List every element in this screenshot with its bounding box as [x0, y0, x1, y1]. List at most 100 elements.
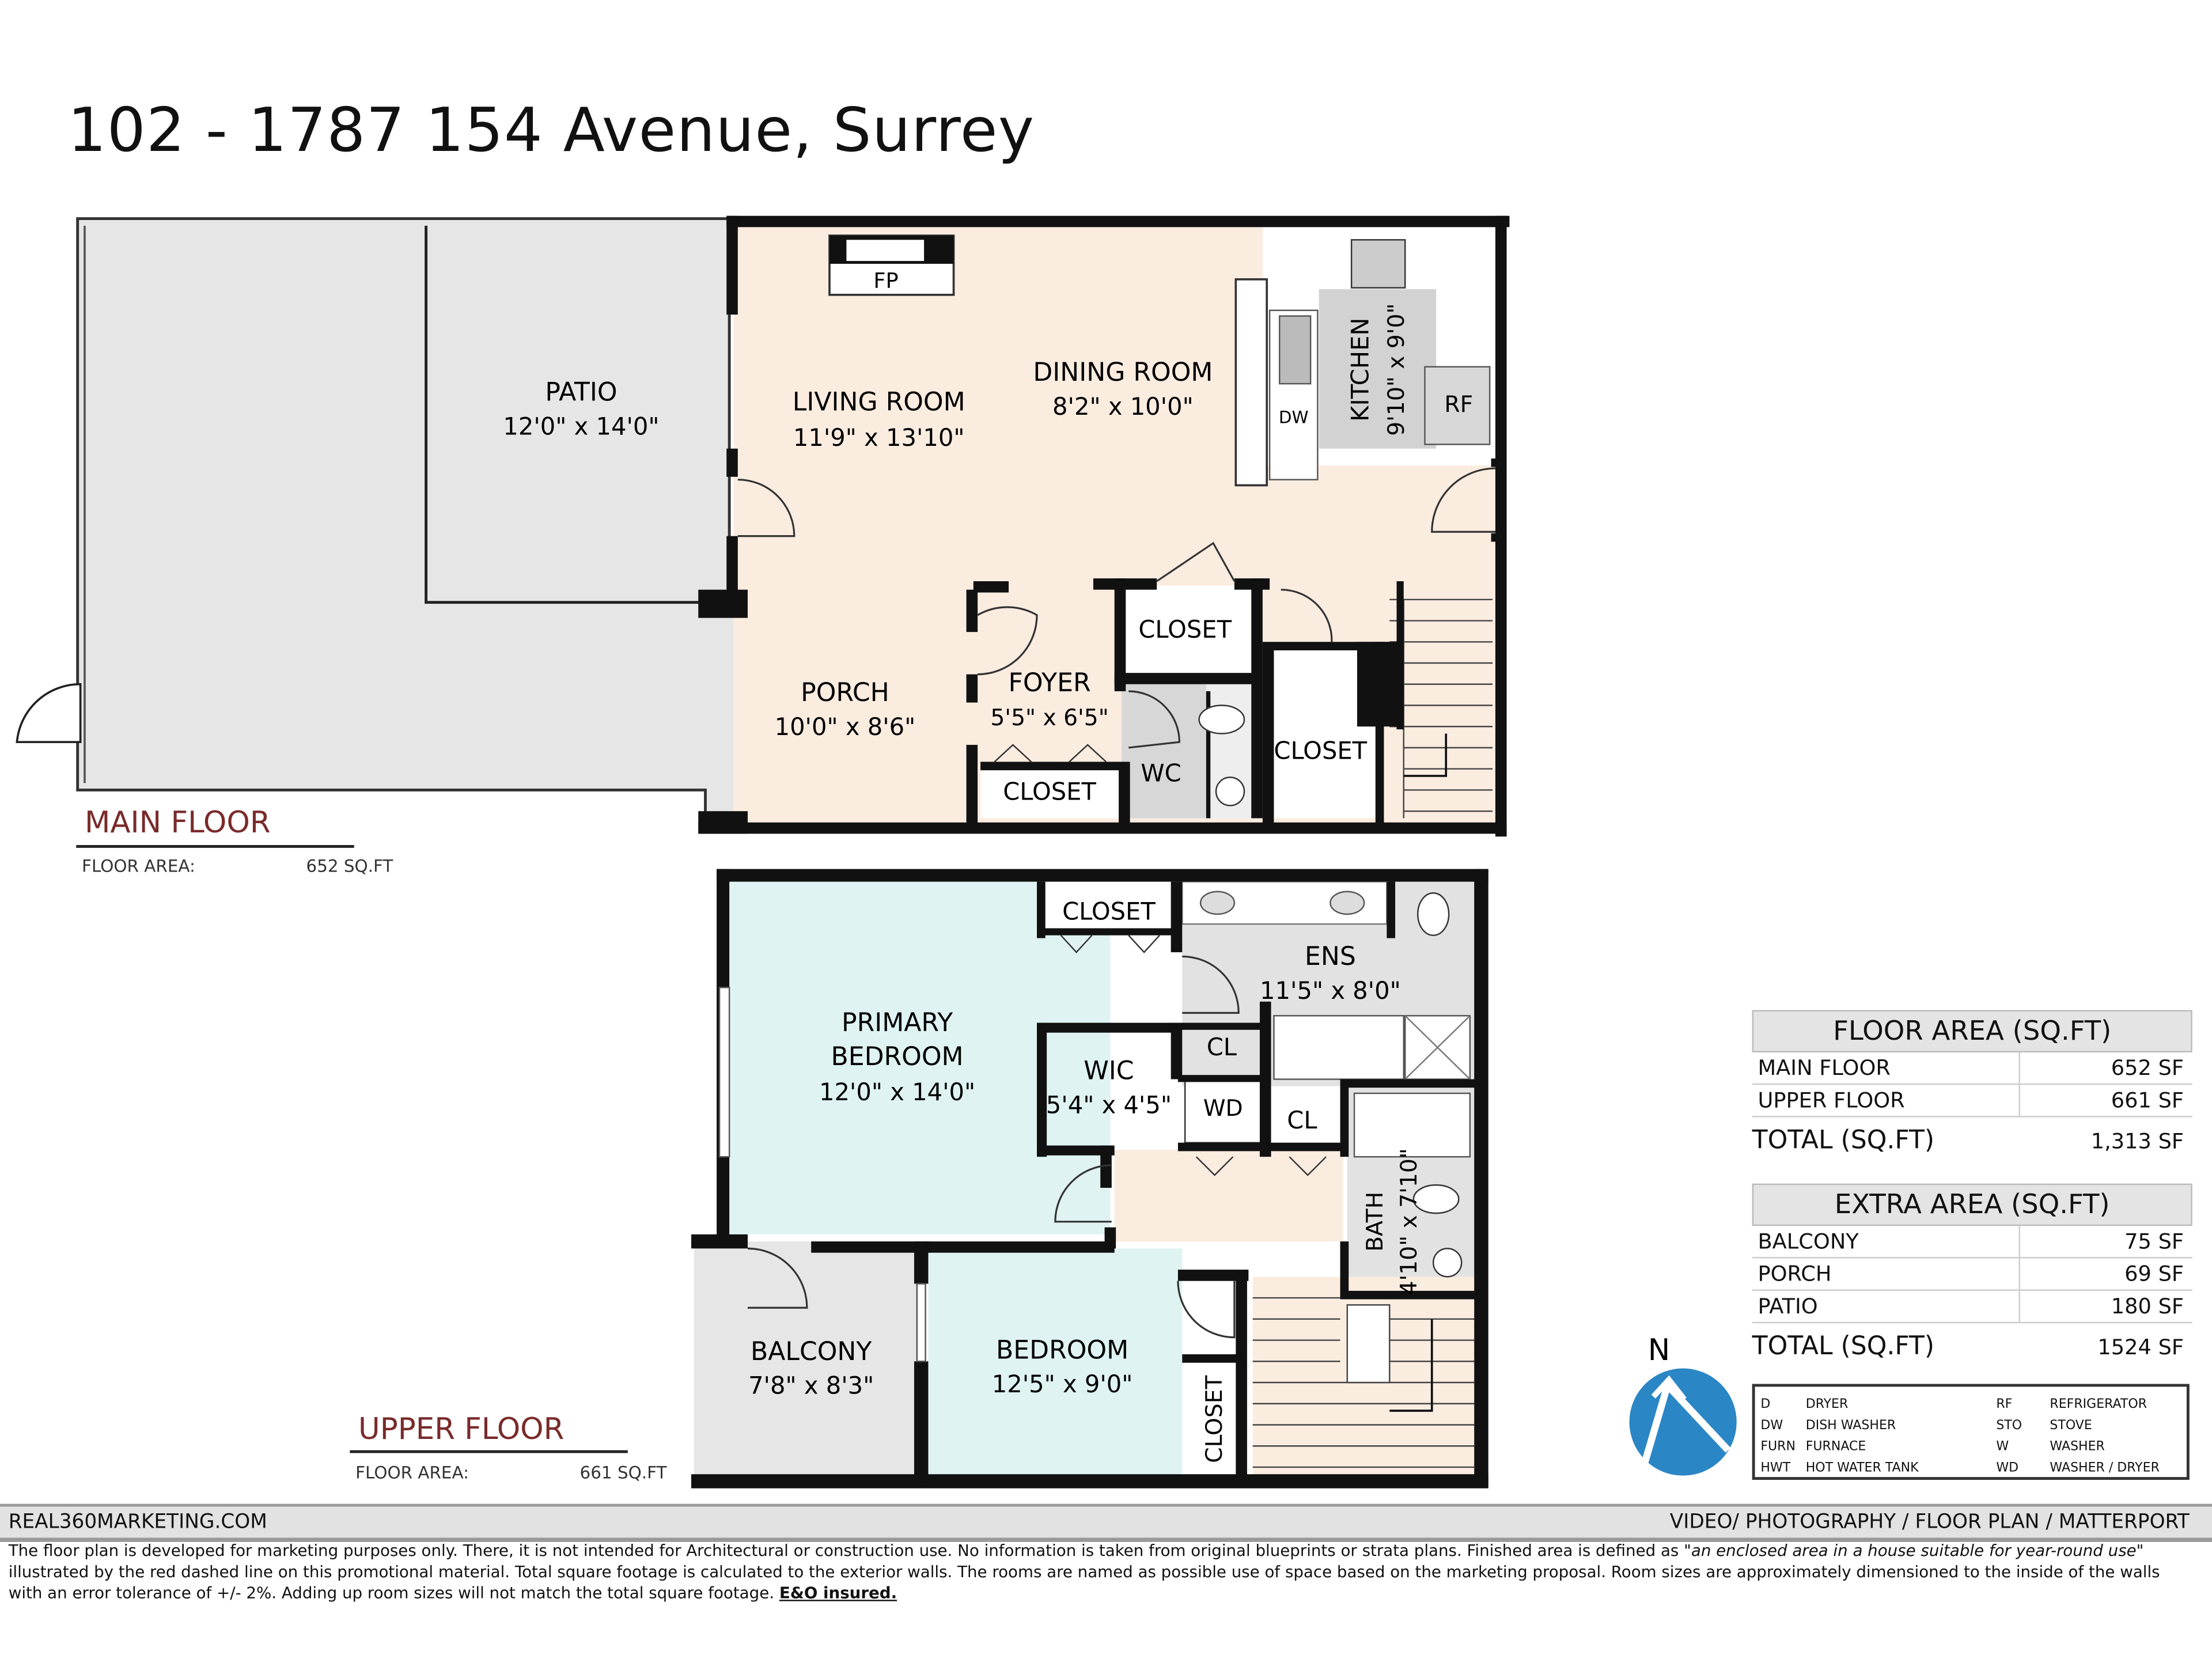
legend-abbr: STO — [1996, 1419, 2022, 1434]
room-size-primary-bedroom: 12'0" x 14'0" — [819, 1078, 975, 1106]
upper-floor-label: UPPER FLOOR — [358, 1412, 565, 1446]
legend-meaning: WASHER — [2050, 1440, 2105, 1455]
row-label: MAIN FLOOR — [1752, 1052, 2020, 1084]
room-size-foyer: 5'5" x 6'5" — [990, 705, 1108, 731]
room-label-closet: CLOSET — [1138, 615, 1232, 643]
patio-outline — [425, 225, 730, 604]
room-size-bedroom: 12'5" x 9'0" — [992, 1370, 1133, 1398]
room-label-living-room: LIVING ROOM — [793, 388, 965, 417]
dishwasher-label: DW — [1279, 408, 1309, 427]
room-label-porch: PORCH — [801, 678, 889, 707]
room-size-bath: 4'10" x 7'10" — [1396, 1148, 1422, 1295]
total-value: 1,313 SF — [2090, 1128, 2184, 1154]
total-label: TOTAL (SQ.FT) — [1752, 1126, 1935, 1156]
room-size-living-room: 11'9" x 13'10" — [793, 423, 965, 452]
legend-meaning: DRYER — [1805, 1397, 1849, 1412]
room-size-ensuite: 11'5" x 8'0" — [1260, 976, 1401, 1005]
north-compass: N — [1629, 1333, 1737, 1476]
room-label-closet: CLOSET — [1274, 737, 1367, 765]
washer-dryer-label: WD — [1203, 1096, 1243, 1122]
main-floor-label: MAIN FLOOR — [84, 805, 271, 840]
room-label-kitchen: KITCHEN — [1346, 317, 1374, 421]
sink-icon — [1279, 315, 1312, 385]
door-swing — [16, 683, 82, 744]
total-label: TOTAL (SQ.FT) — [1752, 1331, 1935, 1362]
disclaimer: The floor plan is developed for marketin… — [9, 1540, 2195, 1604]
legend-row: FURN FURNACE W WASHER — [1760, 1438, 2181, 1459]
table-total: TOTAL (SQ.FT) 1,313 SF — [1752, 1118, 2192, 1165]
legend-meaning: HOT WATER TANK — [1805, 1461, 1919, 1476]
disclaimer-quote: "an enclosed area in a house suitable fo… — [1684, 1541, 2144, 1560]
footer-services: VIDEO/ PHOTOGRAPHY / FLOOR PLAN / MATTER… — [1669, 1510, 2190, 1534]
legend-row: HWT HOT WATER TANK WD WASHER / DRYER — [1760, 1459, 2181, 1480]
upper-floor-area-label: FLOOR AREA: — [355, 1463, 469, 1483]
legend-meaning: WASHER / DRYER — [2050, 1461, 2160, 1476]
bathtub-icon — [1273, 1015, 1404, 1080]
room-label-dining-room: DINING ROOM — [1033, 358, 1213, 387]
row-value: 75 SF — [2124, 1229, 2184, 1255]
legend-abbr: FURN — [1760, 1440, 1796, 1455]
table-header: EXTRA AREA (SQ.FT) — [1752, 1183, 2192, 1226]
extra-area-table: EXTRA AREA (SQ.FT) BALCONY 75 SF PORCH 69 … — [1752, 1183, 2192, 1372]
room-label-primary-bedroom: PRIMARY — [842, 1008, 953, 1037]
main-stairs — [1389, 599, 1493, 819]
room-size-kitchen: 9'10" x 9'0" — [1384, 303, 1410, 435]
room-size-dining-room: 8'2" x 10'0" — [1052, 392, 1194, 421]
room-label-ensuite: ENS — [1305, 942, 1356, 971]
total-value: 1524 SF — [2097, 1334, 2184, 1360]
row-value: 69 SF — [2124, 1261, 2184, 1287]
legend-abbr: WD — [1996, 1461, 2019, 1476]
room-label-closet: CLOSET — [1202, 1375, 1228, 1463]
row-value: 652 SF — [2111, 1055, 2184, 1081]
row-value: 180 SF — [2111, 1293, 2184, 1319]
room-label-foyer: FOYER — [1009, 668, 1091, 698]
table-total: TOTAL (SQ.FT) 1524 SF — [1752, 1323, 2192, 1371]
legend-abbr: D — [1760, 1397, 1771, 1412]
main-floor-plan: PATIO 12'0" x 14'0" LIVING ROOM 11'9" x … — [16, 215, 1510, 837]
room-label-wic: WIC — [1084, 1056, 1134, 1085]
room-size-balcony: 7'8" x 8'3" — [748, 1372, 874, 1400]
legend-meaning: FURNACE — [1805, 1440, 1866, 1455]
disclaimer-text: illustrated by the red dashed line on th… — [8, 1563, 2160, 1603]
upper-floor-walls — [691, 869, 1488, 1488]
refrigerator-label: RF — [1444, 392, 1473, 418]
eo-insured: E&O insured. — [779, 1584, 897, 1603]
room-label-patio: PATIO — [545, 378, 617, 407]
upper-stairs — [1252, 1297, 1475, 1468]
row-label: PATIO — [1752, 1290, 2020, 1322]
floor-area-table: FLOOR AREA (SQ.FT) MAIN FLOOR 652 SF UPPE… — [1752, 1010, 2192, 1165]
footer-bar: REAL360MARKETING.COM VIDEO/ PHOTOGRAPHY … — [0, 1503, 2212, 1542]
room-label-cl: CL — [1207, 1033, 1237, 1061]
row-label: PORCH — [1752, 1258, 2020, 1290]
room-label-wc: WC — [1141, 759, 1181, 787]
room-label-primary-bedroom: BEDROOM — [831, 1042, 964, 1071]
legend-abbr: HWT — [1760, 1461, 1791, 1476]
fireplace-label: FP — [873, 268, 898, 293]
table-row: PATIO 180 SF — [1752, 1290, 2192, 1324]
footer-website: REAL360MARKETING.COM — [8, 1510, 267, 1534]
page-title: 102 - 1787 154 Avenue, Surrey — [67, 96, 1035, 166]
room-label-closet: CLOSET — [1003, 778, 1096, 806]
legend-abbr: RF — [1996, 1397, 2013, 1412]
row-value: 661 SF — [2111, 1088, 2184, 1113]
legend-meaning: REFRIGERATOR — [2050, 1397, 2147, 1412]
main-floor-walls — [698, 215, 1510, 837]
divider — [76, 844, 354, 848]
room-size-wic: 5'4" x 4'5" — [1046, 1090, 1172, 1119]
main-floor-area-label: FLOOR AREA: — [82, 856, 195, 876]
room-label-bath: BATH — [1362, 1192, 1388, 1252]
toilet-icon — [1198, 704, 1245, 734]
table-row: PORCH 69 SF — [1752, 1258, 2192, 1291]
room-label-balcony: BALCONY — [751, 1337, 872, 1366]
main-floor-area-value: 652 SQ.FT — [306, 856, 393, 876]
legend-abbr: W — [1996, 1440, 2009, 1455]
disclaimer-text: The floor plan is developed for marketin… — [8, 1541, 1684, 1560]
table-header: FLOOR AREA (SQ.FT) — [1752, 1010, 2192, 1052]
legend-row: D DRYER RF REFRIGERATOR — [1760, 1395, 2181, 1416]
row-label: BALCONY — [1752, 1226, 2020, 1257]
